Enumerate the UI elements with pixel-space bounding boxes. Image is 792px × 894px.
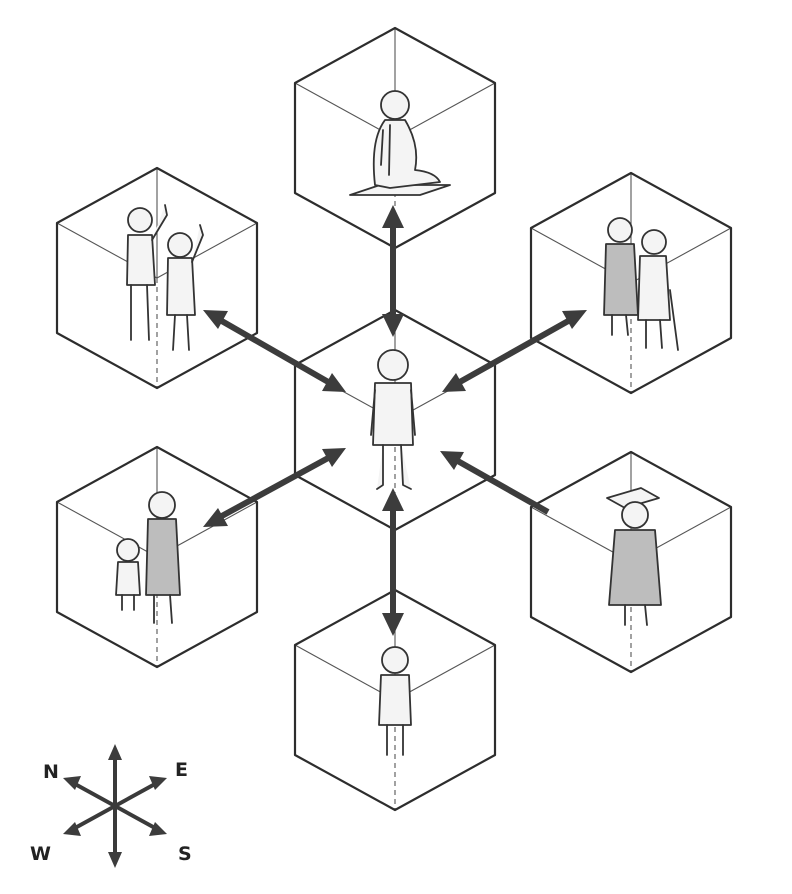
figure-parent-with-child	[115, 491, 181, 624]
compass-label-west: W	[30, 843, 51, 865]
arrow-center-northeast	[442, 310, 587, 392]
figure-graduate	[606, 487, 662, 626]
arrow-southeast-center	[440, 451, 550, 515]
compass-label-north: N	[43, 761, 59, 783]
compass-label-east: E	[175, 759, 188, 781]
compass: N E W S	[30, 744, 192, 868]
compass-label-south: S	[178, 843, 192, 865]
cube-northwest	[55, 166, 259, 390]
figure-seated-monk	[349, 90, 451, 196]
arrow-center-south	[382, 488, 404, 636]
arrow-center-northwest	[203, 310, 346, 392]
figure-center-person	[370, 349, 416, 490]
figure-standing-child	[378, 646, 412, 756]
arrow-center-southwest	[203, 448, 346, 527]
figure-two-people-waving	[126, 204, 204, 351]
figure-elderly-couple	[603, 217, 679, 351]
arrow-center-north	[382, 205, 404, 337]
